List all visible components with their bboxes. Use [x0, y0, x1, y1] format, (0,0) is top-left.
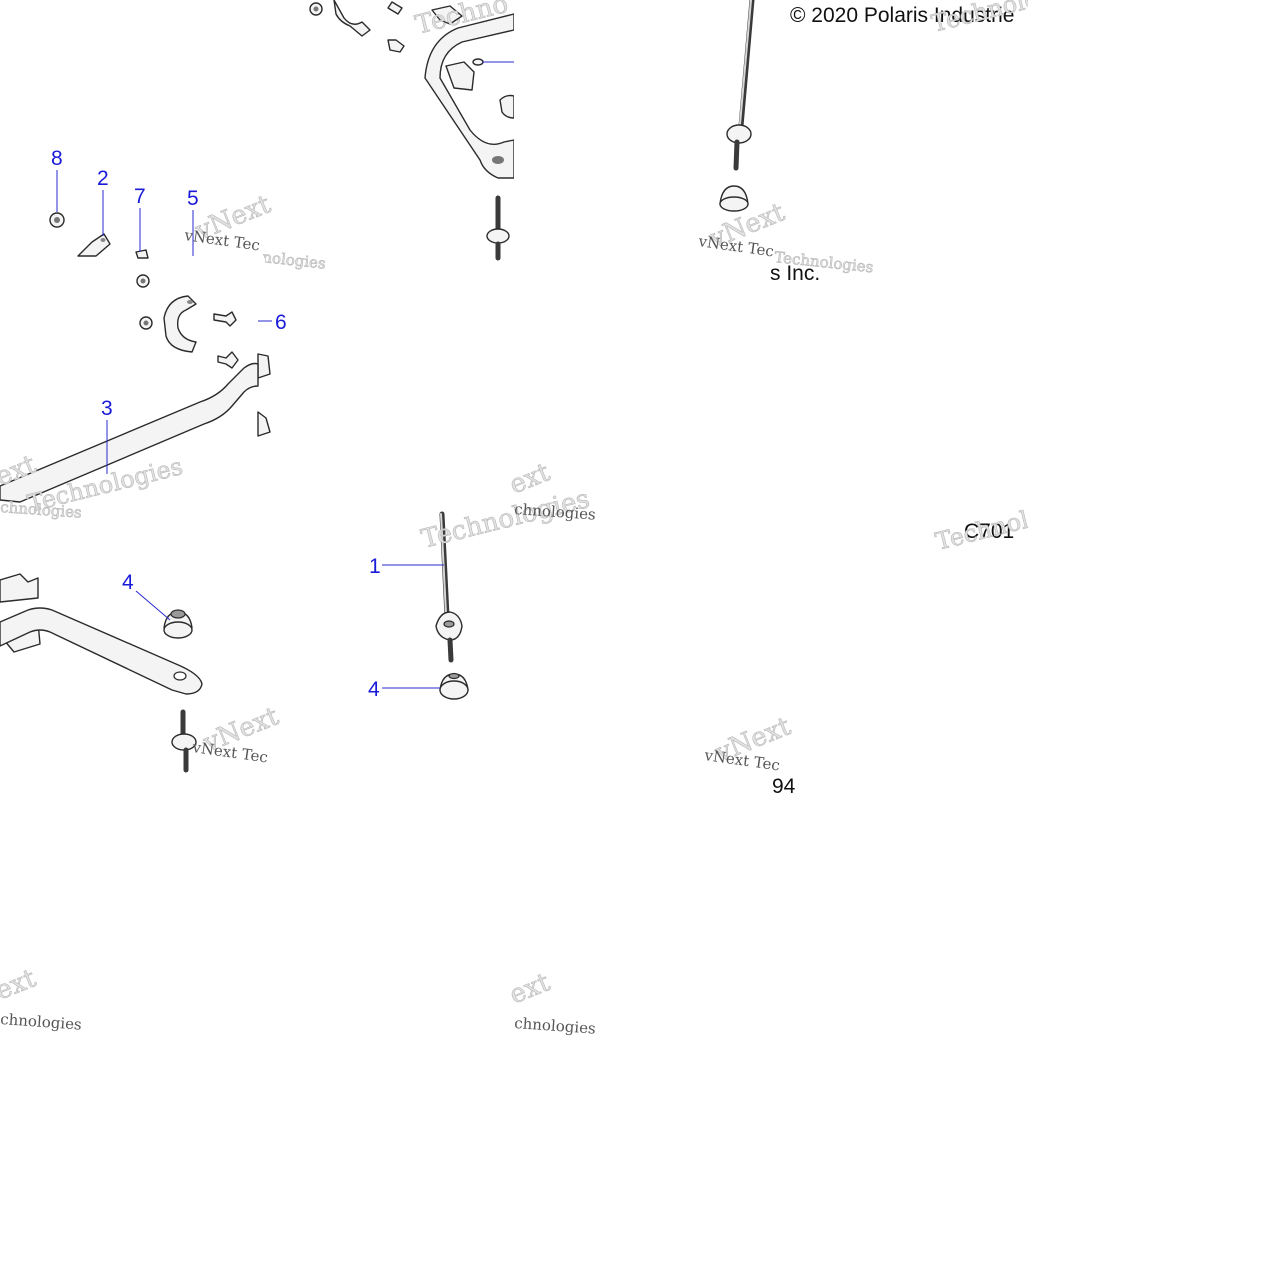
watermark-line-1: vNext Tec [182, 226, 261, 255]
hex-nut-a [136, 274, 150, 288]
clamp-mid [163, 295, 197, 353]
grommet-top-right [499, 94, 515, 119]
callout-leaders [56, 170, 444, 689]
callout-8: 8 [51, 147, 63, 170]
bolt-mid-1 [213, 311, 237, 327]
drawing-number: C701 [964, 520, 1014, 543]
small-washer-top [472, 58, 484, 66]
bushing-clip-top [445, 61, 475, 91]
clamp-top [333, 0, 371, 37]
left-tile-parts [0, 212, 271, 503]
watermark-ext-4: ext [505, 967, 554, 1010]
callout-3: 3 [101, 397, 113, 420]
watermark-chnologies-2: chnologies [514, 500, 597, 524]
swaybar-lower-arm [0, 607, 203, 695]
callout-5: 5 [187, 187, 199, 210]
callout-7: 7 [134, 185, 146, 208]
grommet-mid [257, 411, 271, 437]
bushing-clip-lower-a [0, 573, 39, 603]
clamp-item-2 [77, 233, 111, 257]
watermark-line-2: vNext Tec [696, 232, 775, 261]
callout-2: 2 [97, 167, 109, 190]
end-link-lower-left [171, 709, 197, 773]
watermark-line-3: vNext Tec [190, 738, 269, 767]
callout-4-center: 4 [368, 678, 380, 701]
top-right-tile: © 2020 Polaris Industrie s Inc. [719, 0, 1014, 285]
bushing-clip-mid [257, 353, 271, 379]
hex-nut-item-8 [49, 212, 65, 228]
bolt-mid-2 [217, 351, 239, 369]
hex-nut-top [309, 2, 323, 16]
end-link-stub-top [486, 195, 510, 261]
callout-1: 1 [369, 555, 381, 578]
end-link-item-1 [435, 511, 463, 663]
swaybar-item-3 [0, 362, 259, 503]
callout-6: 6 [275, 311, 287, 334]
callout-numbers: 8 2 7 5 6 3 4 1 4 [51, 147, 381, 701]
top-tile-parts [309, 0, 515, 261]
lower-left-parts [0, 573, 203, 773]
hex-nut-b [139, 316, 153, 330]
page-number: 94 [772, 775, 796, 798]
grommet-item-4-center [439, 672, 469, 700]
watermark-chno-4: chnologies [514, 1014, 597, 1038]
watermarks: Techno Technologies vNext vNext Tec nolo… [0, 0, 1094, 1038]
bolt-top-1 [387, 1, 403, 15]
bolt-item-7 [135, 249, 149, 259]
watermark-ext-3: ext [0, 963, 41, 1006]
copyright-tail-text: s Inc. [770, 262, 820, 285]
end-link-upper [726, 0, 755, 171]
bolt-top-2 [387, 39, 405, 53]
tile-gaps [257, 0, 1285, 1285]
watermark-chno-3: chnologies [0, 1010, 82, 1034]
watermark-line-4: vNext Tec [702, 746, 781, 775]
bracket-top [431, 5, 463, 25]
callout-4-left: 4 [122, 571, 134, 594]
watermark-nologies-1: nologies [262, 248, 327, 273]
grommet-item-4-left [163, 609, 193, 639]
copyright-text: © 2020 Polaris Industrie [790, 4, 1014, 27]
swaybar-upper-arm [424, 13, 515, 179]
